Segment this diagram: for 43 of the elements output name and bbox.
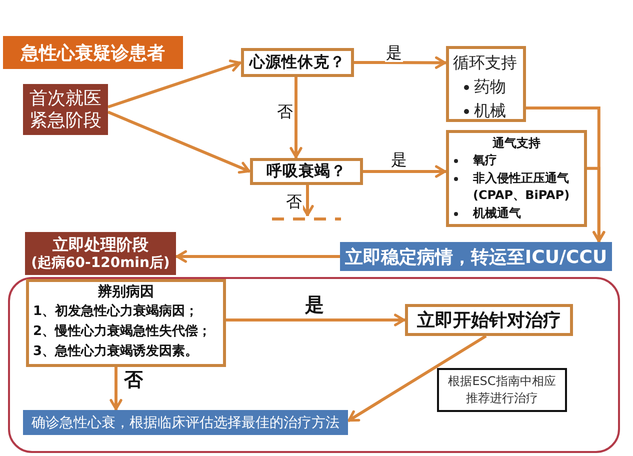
edge-label: 否 <box>276 103 294 121</box>
arrow <box>363 165 446 178</box>
banner: 确诊急性心衰，根据临床评估选择最佳的治疗方法 <box>23 410 348 435</box>
arrow <box>354 56 446 69</box>
arrow <box>176 250 340 263</box>
support-box <box>446 46 526 122</box>
support-box <box>446 130 587 227</box>
action-box: 立即开始针对治疗 <box>405 304 573 336</box>
box-subheading: (起病60-120min后) <box>30 254 171 272</box>
arrow <box>107 110 251 174</box>
question-box: 心源性休克？ <box>241 48 354 77</box>
list-item: 机械 <box>474 100 506 122</box>
note-box: 根据ESC指南中相应推荐进行治疗 <box>437 368 567 412</box>
box-heading: 通气支持 <box>492 135 542 152</box>
list-item: 非入侵性正压通气(CPAP、BiPAP) <box>473 170 571 204</box>
edge-label: 是 <box>390 151 408 169</box>
box-heading: 立即处理阶段 <box>52 234 150 254</box>
edge-label: 是 <box>304 295 325 316</box>
edge-label: 否 <box>123 370 144 391</box>
arrow <box>301 185 314 216</box>
arrow <box>290 77 302 158</box>
edge-label: 否 <box>285 193 303 211</box>
box-heading: 循环支持 <box>452 52 518 74</box>
stage-box: 首次就医紧急阶段 <box>23 84 108 135</box>
box-heading: 辨别病因 <box>96 283 155 302</box>
arrow <box>226 314 406 326</box>
stage-box <box>25 232 176 275</box>
cause-box <box>26 279 226 367</box>
arrow <box>108 60 242 108</box>
rounded-frame <box>8 277 620 453</box>
title-box: 急性心衰疑诊患者 <box>3 36 183 69</box>
list-item: 机械通气 <box>473 204 521 222</box>
list-item: 氧疗 <box>473 152 497 169</box>
banner: 立即稳定病情，转运至ICU/CCU <box>340 242 612 271</box>
arrow <box>587 166 606 242</box>
edge-label: 是 <box>385 44 403 62</box>
list-item: 3、急性心力衰竭诱发因素。 <box>32 342 200 361</box>
list-item: 1、初发急性心力衰竭病因； <box>32 302 200 321</box>
list-item: 药物 <box>474 76 506 98</box>
question-box: 呼吸衰竭？ <box>250 158 363 185</box>
arrow <box>347 334 487 422</box>
arrow <box>110 367 122 410</box>
list-item: 2、慢性心力衰竭急性失代偿； <box>32 322 212 341</box>
